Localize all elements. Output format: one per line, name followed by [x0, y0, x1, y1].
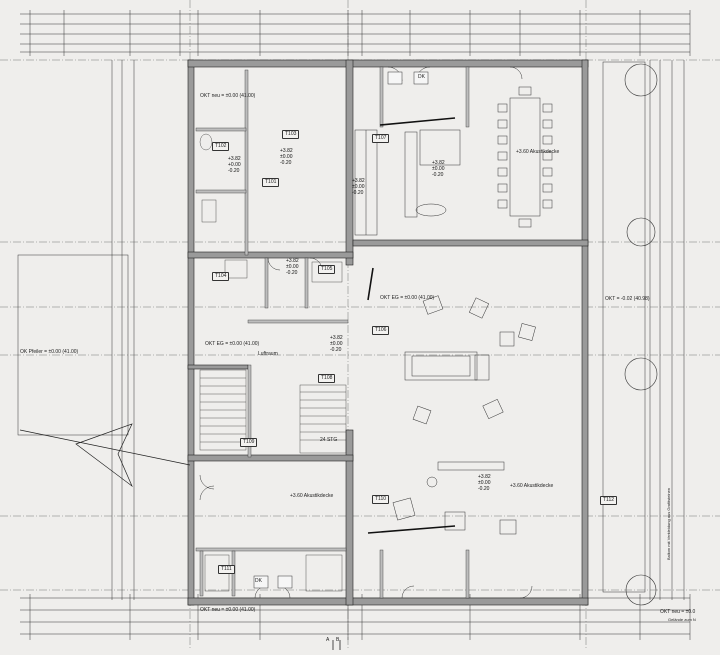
exterior-walls: [187, 59, 589, 606]
gelaende-label: Gelände zum N: [668, 617, 696, 622]
room-tag: T112: [600, 496, 618, 505]
level-annotation: +3.82 ±0.00 -0.20: [330, 335, 343, 353]
akustik-label: +3.60 Akustikdecke: [290, 493, 334, 499]
dining-table: [497, 86, 553, 228]
living-furniture: [392, 295, 536, 535]
level-annotation: +3.82 ±0.00 -0.20: [432, 160, 445, 178]
dimension-ticks: [29, 10, 691, 640]
level-annotation: +3.82 ±0.00 -0.20: [352, 178, 365, 196]
north-arrow: [19, 423, 191, 488]
room-tag: T106: [372, 326, 390, 335]
room-tag: T102: [212, 142, 230, 151]
room-tag: T104: [212, 272, 230, 281]
dk-label: DK: [418, 74, 425, 80]
small-wall-rect: [17, 61, 646, 593]
room-tag: T101: [262, 178, 280, 187]
level-annotation: +3.82 ±0.00 -0.20: [280, 148, 293, 166]
room-tag: T109: [240, 438, 258, 447]
okt-label: OKT EG = ±0.00 (41.00): [380, 295, 435, 301]
section-b-label: B: [336, 637, 340, 643]
bold-lines: [367, 117, 456, 534]
dk-label: DK: [255, 578, 262, 584]
room-tag: T105: [318, 265, 336, 274]
room-tag: T110: [372, 495, 390, 504]
akustik-label: +3.60 Akustikdecke: [516, 149, 560, 155]
okt-label: OK Pfeiler = ±0.00 (41.00): [20, 349, 79, 355]
okt-label: OKT neu = ±0.00 (41.00): [200, 607, 256, 613]
level-annotation: +3.82 +0.00 -0.20: [228, 156, 241, 174]
okt-label: OKT neu = ±0.00 (41.00): [200, 93, 256, 99]
room-label-luftraum: Luftraum: [258, 351, 278, 357]
columns: [624, 63, 658, 606]
dimension-lines-side: [111, 60, 685, 600]
dk-boxes: [253, 71, 429, 589]
okt-label: OKT neu = ±0.0: [660, 609, 696, 615]
section-a-label: A: [326, 637, 330, 643]
okt-label: OKT = -0.02 (40.98): [605, 296, 650, 302]
stairs: [199, 369, 347, 454]
room-tag: T108: [318, 374, 336, 383]
level-annotation: +3.82 ±0.00 -0.20: [286, 258, 299, 276]
stairs-label: 24 STG: [320, 437, 338, 443]
akustik-label: +3.60 Akustikdecke: [510, 483, 554, 489]
kitchen-counters: [354, 129, 461, 236]
okt-label: OKT EG = ±0.00 (41.00): [205, 341, 260, 347]
vertical-note: Balkon mit Verkleidung aus Grafitsteinen: [666, 487, 671, 560]
room-tag: T111: [218, 565, 235, 574]
room-tag: T103: [282, 130, 300, 139]
level-annotation: +3.82 ±0.00 -0.20: [478, 474, 491, 492]
section-markers: [332, 640, 341, 650]
room-tag: T107: [372, 134, 390, 143]
